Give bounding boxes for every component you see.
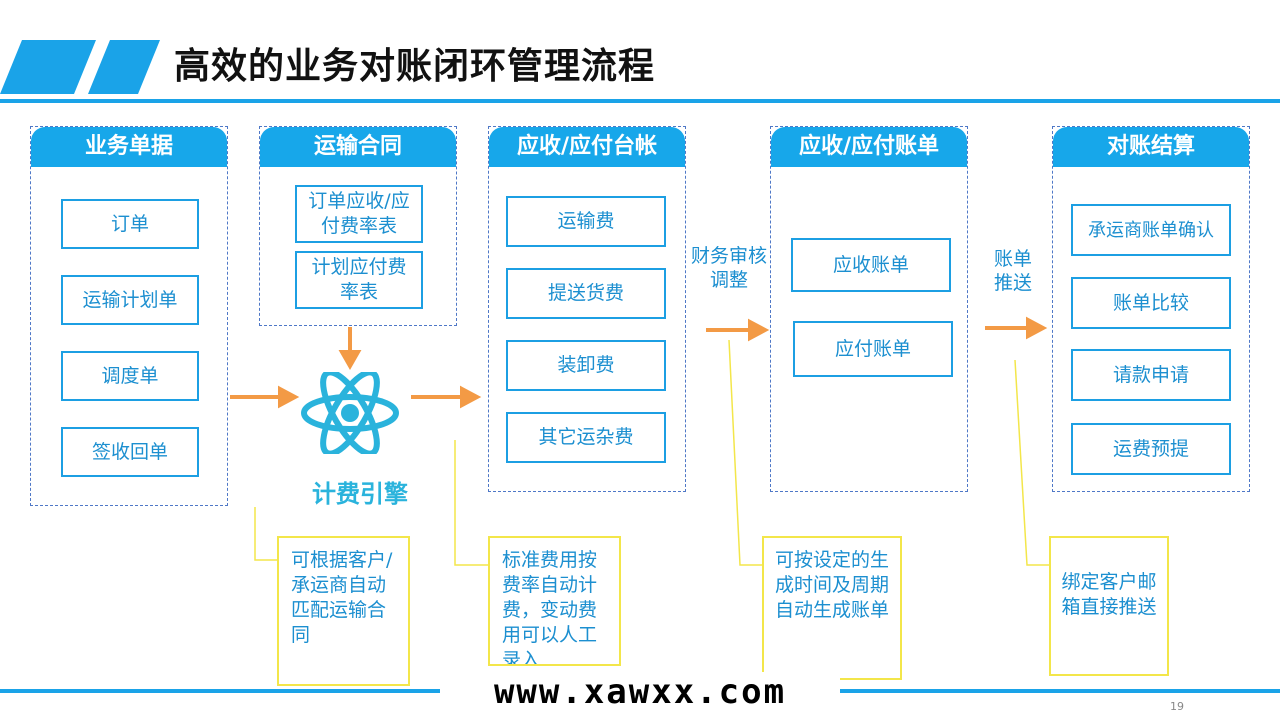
item-receipt[interactable]: 签收回单 (61, 427, 199, 477)
audit-label: 财务审核调整 (690, 245, 767, 291)
column-header: 对账结算 (1053, 127, 1249, 167)
page-number: 19 (1170, 700, 1184, 713)
column-header: 运输合同 (260, 127, 456, 167)
column-business-docs: 业务单据 订单 运输计划单 调度单 签收回单 (30, 126, 228, 506)
item-carrier-confirm[interactable]: 承运商账单确认 (1071, 204, 1231, 256)
note-auto-generate: 可按设定的生成时间及周期自动生成账单 (762, 536, 902, 680)
column-settlement: 对账结算 承运商账单确认 账单比较 请款申请 运费预提 (1052, 126, 1250, 492)
item-freight-accrual[interactable]: 运费预提 (1071, 423, 1231, 475)
item-pickup-fee[interactable]: 提送货费 (506, 268, 666, 319)
item-transport-plan[interactable]: 运输计划单 (61, 275, 199, 325)
item-order[interactable]: 订单 (61, 199, 199, 249)
column-transport-contract: 运输合同 订单应收/应付费率表 计划应付费率表 (259, 126, 457, 326)
item-order-rate-table[interactable]: 订单应收/应付费率表 (295, 185, 423, 243)
push-label: 账单推送 (993, 248, 1032, 294)
item-transport-fee[interactable]: 运输费 (506, 196, 666, 247)
item-handling-fee[interactable]: 装卸费 (506, 340, 666, 391)
note-auto-billing: 标准费用按费率自动计费，变动费用可以人工录入 (488, 536, 621, 666)
note-email-push: 绑定客户邮箱直接推送 (1049, 536, 1169, 676)
column-bills: 应收/应付账单 应收账单 应付账单 (770, 126, 968, 492)
engine-label: 计费引擎 (312, 480, 408, 508)
column-header: 业务单据 (31, 127, 227, 167)
item-bill-compare[interactable]: 账单比较 (1071, 277, 1231, 329)
item-plan-rate-table[interactable]: 计划应付费率表 (295, 251, 423, 309)
column-header: 应收/应付台帐 (489, 127, 685, 167)
item-other-fee[interactable]: 其它运杂费 (506, 412, 666, 463)
watermark: www.xawxx.com (440, 672, 840, 712)
item-payment-request[interactable]: 请款申请 (1071, 349, 1231, 401)
atom-icon (301, 372, 399, 454)
note-contract-match: 可根据客户/承运商自动匹配运输合同 (277, 536, 410, 686)
item-dispatch[interactable]: 调度单 (61, 351, 199, 401)
title-stripes-icon (0, 40, 160, 94)
column-ledger: 应收/应付台帐 运输费 提送货费 装卸费 其它运杂费 (488, 126, 686, 492)
item-payable-bill[interactable]: 应付账单 (793, 321, 953, 377)
item-receivable-bill[interactable]: 应收账单 (791, 238, 951, 292)
top-divider (0, 99, 1280, 103)
column-header: 应收/应付账单 (771, 127, 967, 167)
page-title: 高效的业务对账闭环管理流程 (174, 46, 656, 87)
